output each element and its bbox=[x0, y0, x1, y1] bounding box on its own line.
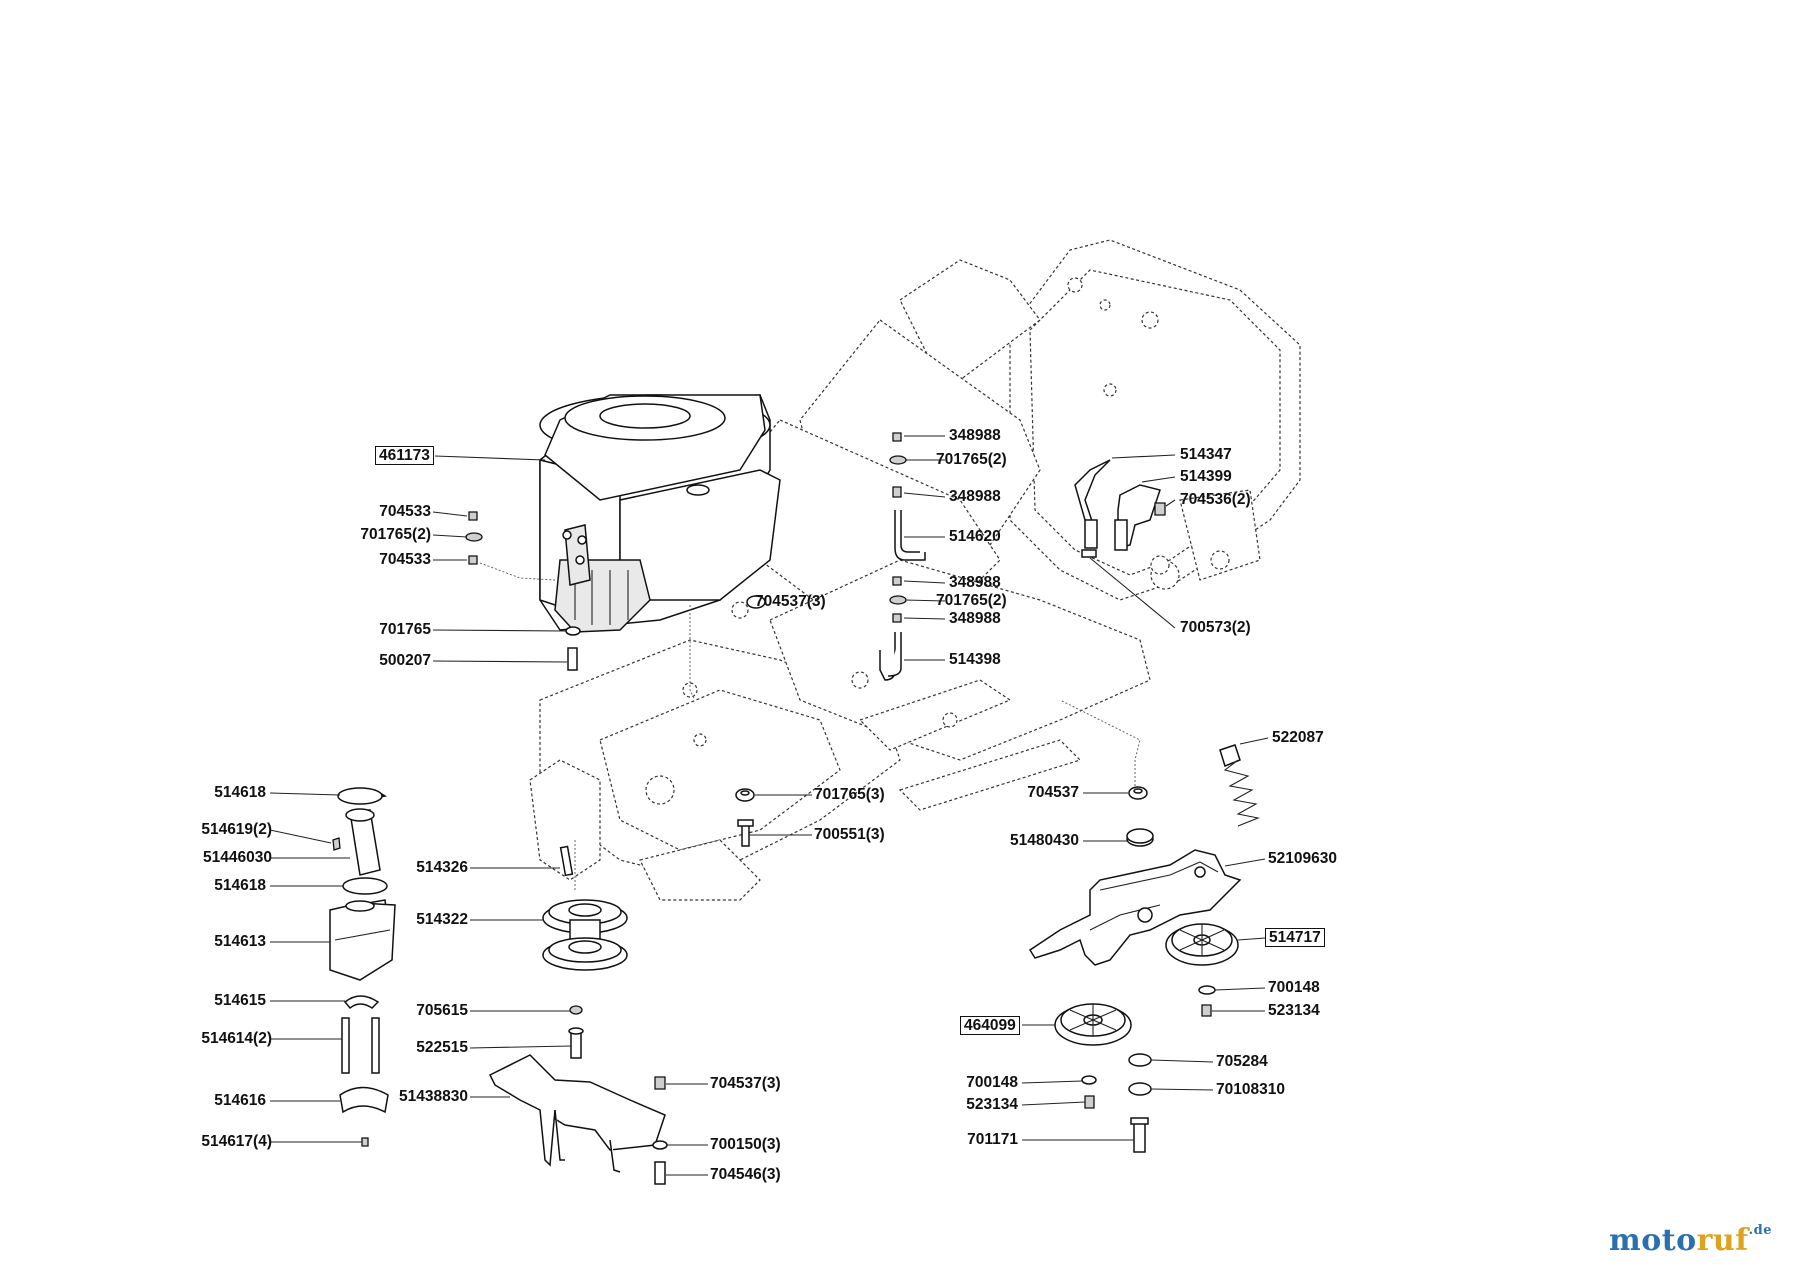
part-label: 514619(2) bbox=[201, 821, 272, 838]
part-label: 514616 bbox=[214, 1092, 266, 1109]
part-label-pulley: 464099 bbox=[960, 1016, 1020, 1035]
part-label: 514618 bbox=[214, 877, 266, 894]
brand-tld: .de bbox=[1748, 1223, 1772, 1238]
engine bbox=[539, 394, 781, 701]
part-label: 522515 bbox=[416, 1039, 468, 1056]
part-label: 514614(2) bbox=[201, 1030, 272, 1047]
part-label: 705615 bbox=[416, 1002, 468, 1019]
part-label: 704537(3) bbox=[710, 1075, 781, 1092]
part-label: 701765(3) bbox=[814, 786, 885, 803]
tensioner-assembly bbox=[1028, 699, 1260, 1153]
brand-logo: motoruf.de bbox=[1609, 1223, 1772, 1258]
part-label: 514620 bbox=[949, 528, 1001, 545]
part-label: 704546(3) bbox=[710, 1166, 781, 1183]
part-label: 522087 bbox=[1272, 729, 1324, 746]
part-label: 70108310 bbox=[1216, 1081, 1285, 1098]
part-label: 514398 bbox=[949, 651, 1001, 668]
part-label: 704533 bbox=[379, 503, 431, 520]
part-label: 704537(3) bbox=[755, 593, 826, 610]
part-label: 348988 bbox=[949, 574, 1001, 591]
part-label: 51480430 bbox=[1010, 832, 1079, 849]
clutch-pulley-group bbox=[488, 840, 668, 1185]
part-label: 514617(4) bbox=[201, 1133, 272, 1150]
part-label: 701765(2) bbox=[936, 451, 1007, 468]
part-label: 348988 bbox=[949, 488, 1001, 505]
part-label: 514615 bbox=[214, 992, 266, 1009]
part-label: 700148 bbox=[966, 1074, 1018, 1091]
brand-part2: ruf bbox=[1696, 1223, 1749, 1258]
part-label: 348988 bbox=[949, 427, 1001, 444]
part-label: 52109630 bbox=[1268, 850, 1337, 867]
part-label: 523134 bbox=[1268, 1002, 1320, 1019]
brand-part1: moto bbox=[1608, 1223, 1697, 1258]
part-label: 514347 bbox=[1180, 446, 1232, 463]
part-label: 514613 bbox=[214, 933, 266, 950]
part-label: 514322 bbox=[416, 911, 468, 928]
part-label: 700551(3) bbox=[814, 826, 885, 843]
part-label: 701765(2) bbox=[936, 592, 1007, 609]
part-label: 701765 bbox=[379, 621, 431, 638]
part-label: 700150(3) bbox=[710, 1136, 781, 1153]
part-label: 51438830 bbox=[399, 1088, 468, 1105]
part-label: 704537 bbox=[1027, 784, 1079, 801]
frame-hardware bbox=[465, 432, 1166, 847]
part-label: 700573(2) bbox=[1180, 619, 1251, 636]
part-label-pulley: 514717 bbox=[1265, 928, 1325, 947]
part-label: 348988 bbox=[949, 610, 1001, 627]
part-label: 514399 bbox=[1180, 468, 1232, 485]
part-label: 704536(2) bbox=[1180, 491, 1251, 508]
part-label: 51446030 bbox=[203, 849, 272, 866]
part-label: 500207 bbox=[379, 652, 431, 669]
part-label: 701171 bbox=[967, 1131, 1018, 1148]
part-label: 523134 bbox=[966, 1096, 1018, 1113]
part-label-engine: 461173 bbox=[375, 446, 434, 465]
part-label: 700148 bbox=[1268, 979, 1320, 996]
part-label: 701765(2) bbox=[360, 526, 431, 543]
part-label: 514618 bbox=[214, 784, 266, 801]
leader-lines bbox=[269, 435, 1269, 1176]
muffler-assembly bbox=[329, 787, 396, 1147]
part-label: 704533 bbox=[379, 551, 431, 568]
part-label: 514326 bbox=[416, 859, 468, 876]
part-label: 705284 bbox=[1216, 1053, 1268, 1070]
